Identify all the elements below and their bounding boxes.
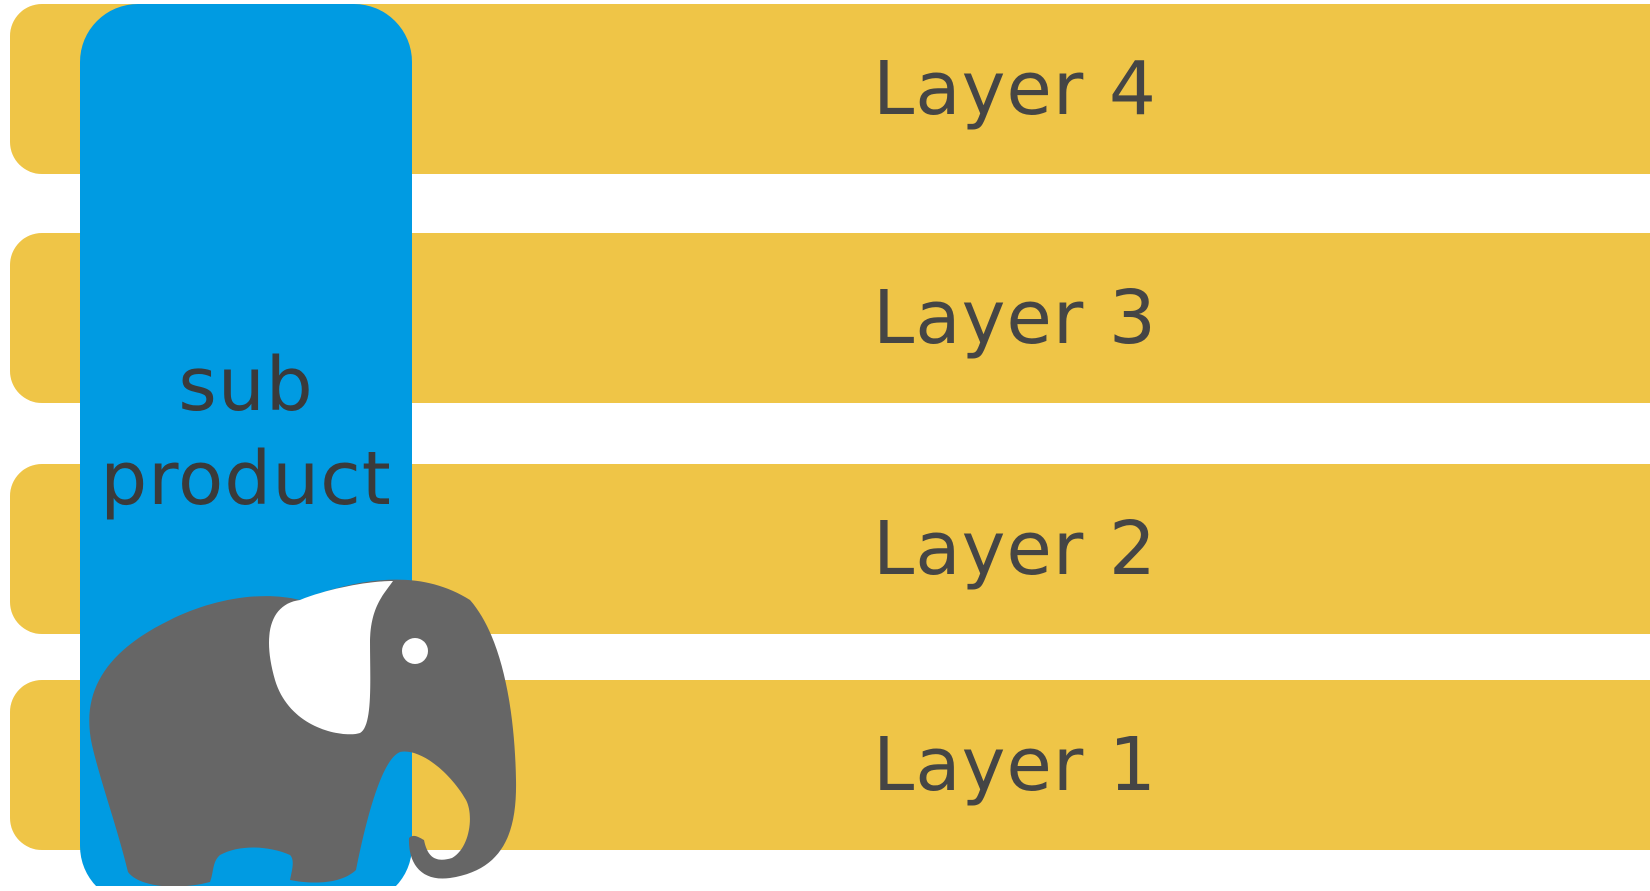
- sub-product-label-line-2: product: [80, 432, 412, 526]
- sub-product-label: sub product: [80, 338, 412, 526]
- layer-label-3: Layer 3: [815, 233, 1215, 403]
- sub-product-label-line-1: sub: [80, 338, 412, 432]
- layer-label-1: Layer 1: [815, 680, 1215, 850]
- layer-label-2: Layer 2: [815, 464, 1215, 634]
- layer-label-4: Layer 4: [815, 4, 1215, 174]
- bottom-edge: [0, 886, 1650, 891]
